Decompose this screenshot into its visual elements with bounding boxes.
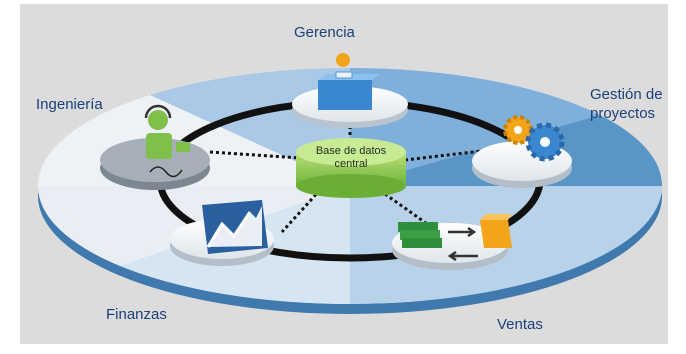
platform-ingenieria — [100, 104, 210, 190]
manager-at-desk-icon — [318, 53, 380, 110]
label-gerencia: Gerencia — [294, 24, 355, 41]
database-cylinder-icon — [296, 138, 406, 198]
label-center-line2: central — [334, 158, 368, 170]
gears-icon — [503, 115, 565, 162]
label-gestion-line1: Gestión de — [590, 86, 663, 103]
platform-ventas — [392, 214, 512, 270]
label-gestion-line2: proyectos — [590, 105, 656, 122]
platform-gerencia — [292, 53, 408, 128]
platform-finanzas — [170, 200, 274, 266]
rising-chart-icon — [202, 200, 268, 254]
money-and-box-icon — [398, 214, 512, 262]
platform-gestion — [472, 115, 572, 188]
label-ventas: Ventas — [497, 316, 543, 333]
label-ingenieria: Ingeniería — [36, 96, 103, 113]
label-finanzas: Finanzas — [106, 306, 167, 323]
engineer-headset-icon — [144, 104, 190, 178]
label-center-line1: Base de datos — [315, 145, 387, 157]
